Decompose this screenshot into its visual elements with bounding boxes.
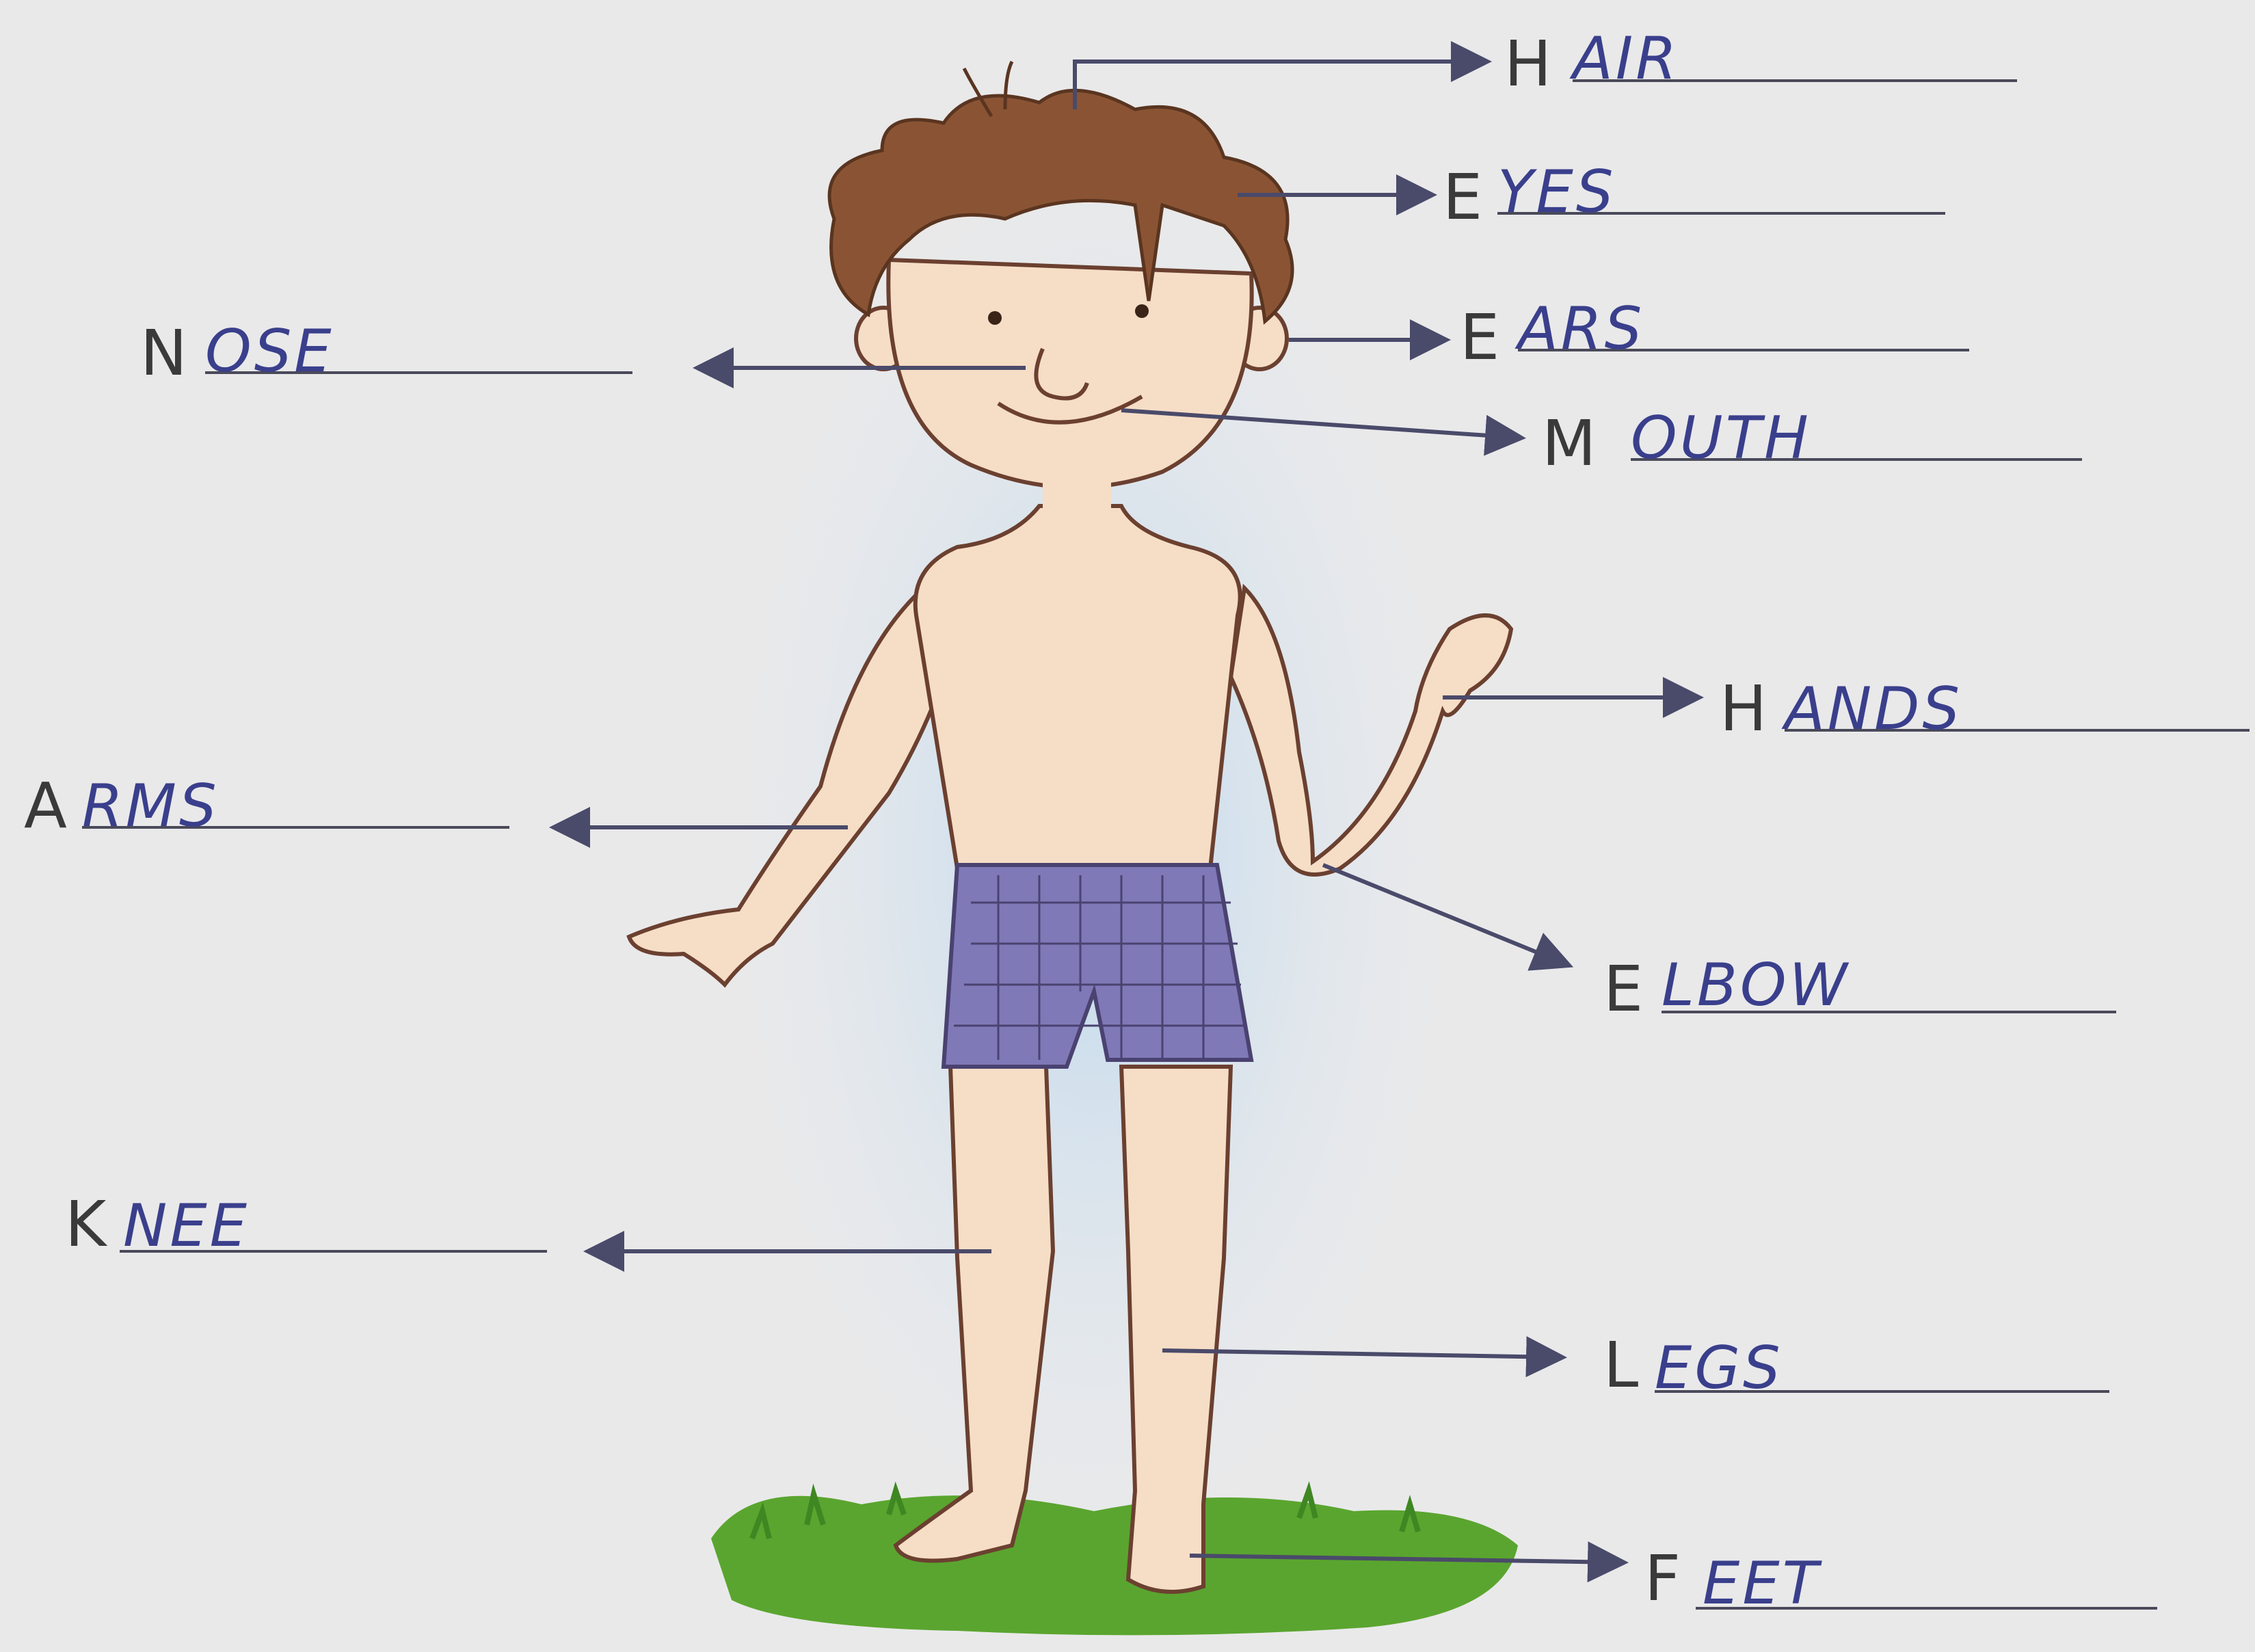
label-hair-printed: H bbox=[1504, 27, 1556, 101]
label-hands-written: ANDS bbox=[1781, 675, 1962, 743]
label-knee-printed: K bbox=[65, 1188, 110, 1261]
label-feet: F EET bbox=[1644, 1542, 1823, 1618]
label-mouth-written: OUTH bbox=[1631, 404, 1811, 472]
label-nose-written: OSE bbox=[205, 317, 334, 386]
label-mouth-printed: M bbox=[1542, 407, 1600, 480]
label-knee-written: NEE bbox=[123, 1192, 250, 1260]
label-hair-written: AIR bbox=[1569, 25, 1679, 93]
label-legs-printed: L bbox=[1603, 1329, 1642, 1402]
label-mouth: M OUTH bbox=[1542, 404, 1811, 480]
label-hair: H AIR bbox=[1504, 25, 1679, 101]
label-legs-written: EGS bbox=[1655, 1334, 1783, 1402]
label-feet-printed: F bbox=[1644, 1542, 1685, 1615]
label-eyes-written: YES bbox=[1497, 158, 1616, 226]
label-ears: E ARS bbox=[1460, 295, 1644, 374]
left-eye bbox=[988, 311, 1002, 325]
label-arms-written: RMS bbox=[82, 772, 219, 840]
label-eyes: E YES bbox=[1443, 158, 1616, 234]
pointer-hair bbox=[1075, 62, 1484, 109]
label-elbow-printed: E bbox=[1603, 952, 1647, 1026]
label-knee: K NEE bbox=[65, 1188, 250, 1261]
right-eye bbox=[1135, 304, 1149, 318]
label-hands: H ANDS bbox=[1720, 672, 1962, 745]
label-elbow-written: LBOW bbox=[1662, 951, 1850, 1020]
label-eyes-printed: E bbox=[1443, 161, 1486, 234]
label-ears-printed: E bbox=[1460, 301, 1504, 374]
label-hands-printed: H bbox=[1720, 672, 1771, 745]
label-nose-printed: N bbox=[140, 317, 191, 390]
label-arms-printed: A bbox=[24, 769, 71, 842]
label-legs: L EGS bbox=[1603, 1329, 1783, 1402]
torso bbox=[916, 506, 1240, 868]
grass-patch bbox=[711, 1491, 1518, 1635]
label-feet-written: EET bbox=[1703, 1549, 1823, 1618]
label-elbow: E LBOW bbox=[1603, 951, 1850, 1026]
label-ears-written: ARS bbox=[1515, 295, 1644, 363]
label-arms: A RMS bbox=[24, 769, 219, 842]
label-nose: N OSE bbox=[140, 317, 334, 390]
